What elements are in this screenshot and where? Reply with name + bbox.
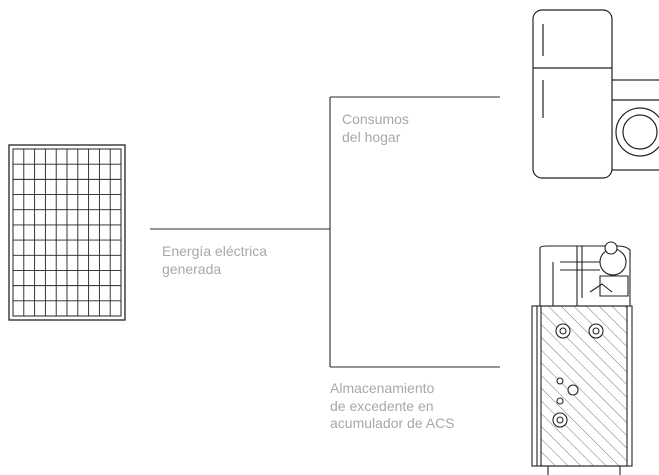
label-energy-generated: Energía eléctrica generada [162, 243, 267, 278]
label-home-consumption: Consumos del hogar [342, 111, 409, 146]
label-storage-line2: de excedente en [330, 397, 434, 414]
label-home-line1: Consumos [342, 111, 409, 127]
label-storage-line1: Almacenamiento [330, 380, 435, 396]
connector-lines [150, 96, 500, 368]
solar-panel-icon [8, 144, 126, 321]
label-storage-line3: acumulador de ACS [330, 415, 455, 431]
label-surplus-storage: Almacenamiento de excedente en acumulado… [330, 380, 455, 433]
label-energy-line2: generada [162, 260, 222, 277]
label-energy-line1: Energía eléctrica [162, 243, 268, 259]
label-home-line2: del hogar [342, 128, 401, 145]
water-heater-icon [531, 241, 633, 475]
fridge-icon [532, 9, 613, 179]
